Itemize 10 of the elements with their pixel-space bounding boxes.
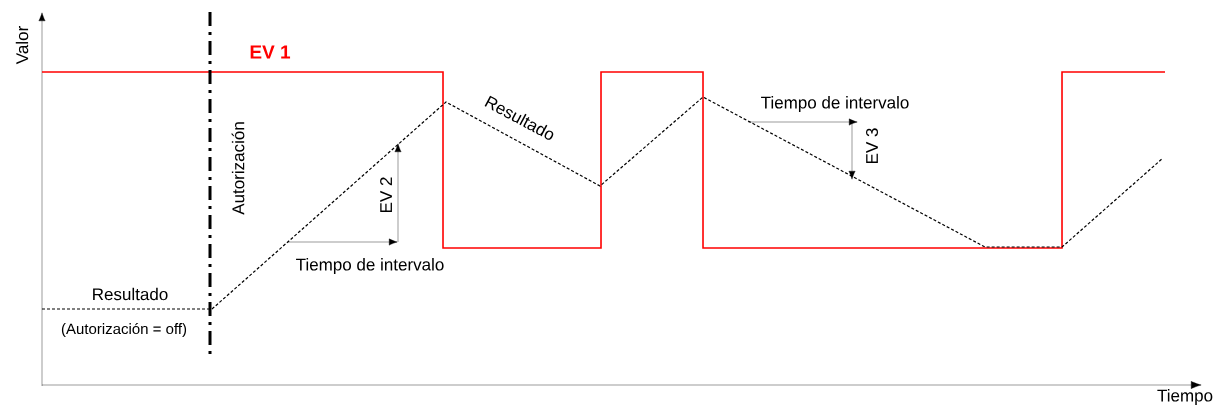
interval-label: Tiempo de intervalo xyxy=(761,96,909,112)
interval-label: Tiempo de intervalo xyxy=(296,258,444,274)
curve-label: Resultado xyxy=(93,287,168,301)
line-label: Autorización xyxy=(231,122,245,215)
interval-label: EV 2 xyxy=(380,177,392,213)
axis-label: Valor xyxy=(15,26,29,65)
axis-label: Tiempo xyxy=(1157,389,1213,405)
interval-label: EV 3 xyxy=(866,128,879,164)
note-text: (Autorización = off) xyxy=(61,322,187,338)
signal-label: EV 1 xyxy=(250,45,291,59)
